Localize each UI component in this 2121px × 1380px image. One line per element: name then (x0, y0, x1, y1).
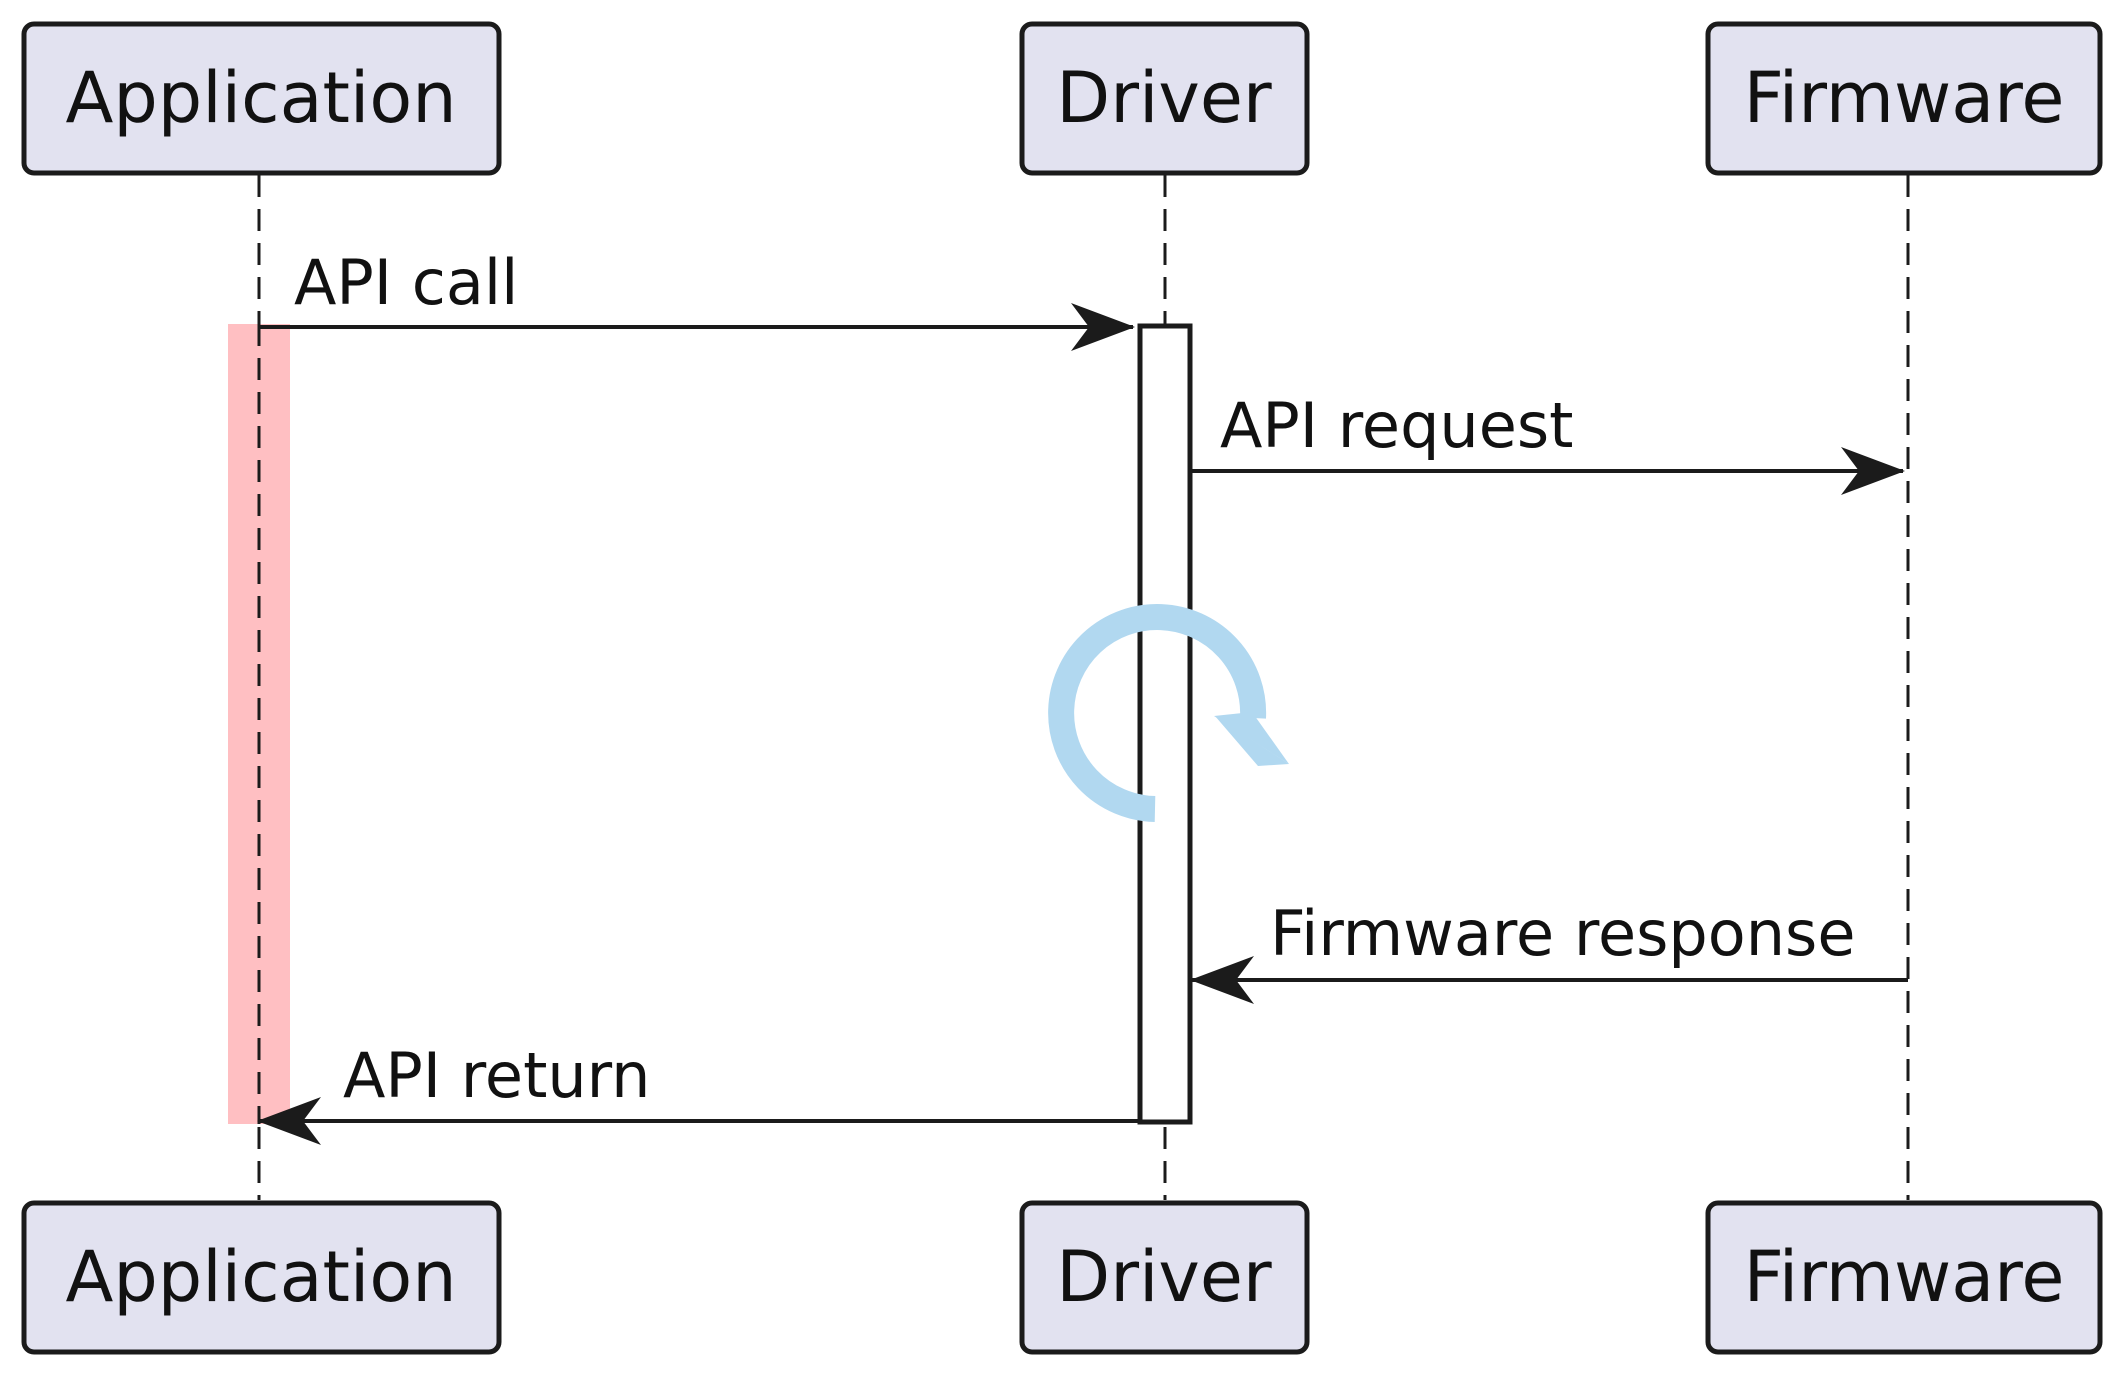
message-firmware-response: Firmware response (1190, 897, 1908, 1004)
participant-application-top-label: Application (65, 57, 456, 139)
driver-activation-bar (1137, 323, 1193, 1125)
message-firmware-response-label: Firmware response (1270, 897, 1855, 970)
message-api-call: API call (259, 246, 1135, 351)
message-api-request-label: API request (1220, 389, 1573, 462)
participant-firmware-top: Firmware (1705, 21, 2103, 176)
participant-driver-bottom-label: Driver (1056, 1236, 1272, 1318)
participant-application-bottom: Application (21, 1200, 502, 1355)
message-api-call-label: API call (294, 246, 518, 319)
participant-firmware-top-label: Firmware (1744, 57, 2065, 139)
message-api-return: API return (257, 1039, 1140, 1145)
participant-driver-top-label: Driver (1056, 57, 1272, 139)
participant-driver-bottom: Driver (1019, 1200, 1310, 1355)
refresh-loop-icon (1048, 604, 1289, 822)
participant-application-top: Application (21, 21, 502, 176)
participant-firmware-bottom: Firmware (1705, 1200, 2103, 1355)
participant-driver-top: Driver (1019, 21, 1310, 176)
message-api-request: API request (1190, 389, 1905, 495)
message-api-return-label: API return (343, 1039, 650, 1112)
participant-application-bottom-label: Application (65, 1236, 456, 1318)
participant-firmware-bottom-label: Firmware (1744, 1236, 2065, 1318)
